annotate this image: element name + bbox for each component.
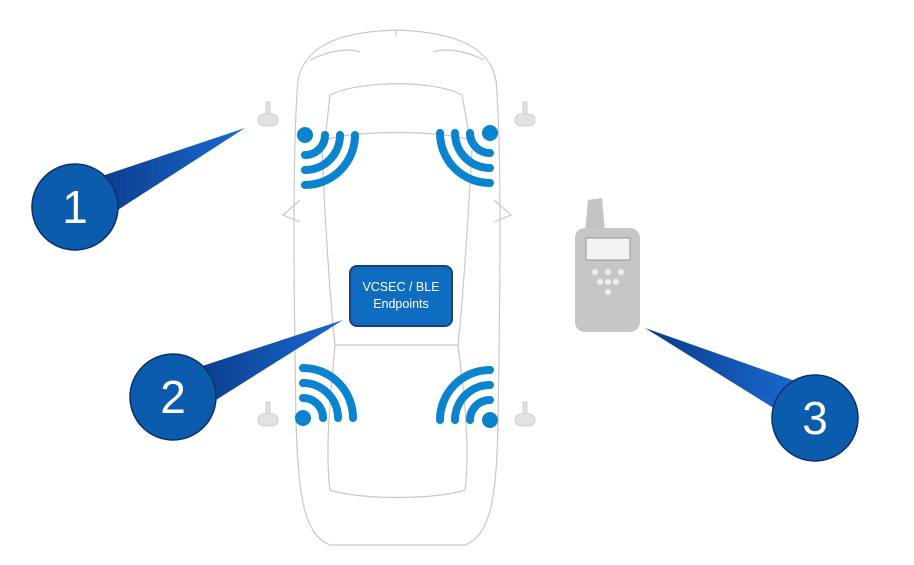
endpoint-box xyxy=(349,265,453,327)
callout-number-3: 3 xyxy=(802,392,828,444)
endpoint-label: VCSEC / BLE Endpoints xyxy=(362,280,440,311)
wifi-signal-icon-rear-left xyxy=(295,364,357,426)
callout-pointers xyxy=(90,128,798,412)
callout-circle-1 xyxy=(31,163,119,251)
wifi-signal-icon-rear-right xyxy=(436,366,498,428)
wifi-signal-icon-front-right xyxy=(436,125,498,187)
tpms-tool-device-icon xyxy=(575,198,640,332)
callout-circle-2 xyxy=(129,353,217,441)
tpms-sensor-icons xyxy=(257,101,536,427)
wifi-signal-icon-front-left xyxy=(297,127,359,189)
car-outline xyxy=(281,29,513,546)
callout-number-2: 2 xyxy=(160,371,186,423)
callout-number-1: 1 xyxy=(62,181,88,233)
callout-circle-3 xyxy=(771,374,859,462)
